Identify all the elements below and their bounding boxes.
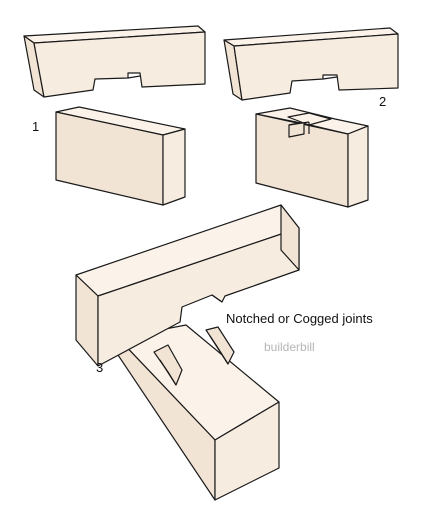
credit-watermark: builderbill	[264, 340, 315, 354]
fig1-upper-timber	[23, 25, 206, 98]
fig2-upper-timber	[223, 27, 399, 101]
fig2-lower-timber	[255, 107, 369, 208]
diagram-caption: Notched or Cogged joints	[226, 311, 373, 326]
figure-number-3: 3	[96, 360, 104, 375]
fig3-lower-timber	[117, 324, 280, 501]
fig3-upper-timber	[75, 204, 300, 367]
figure-number-2: 2	[379, 94, 387, 109]
figure-number-1: 1	[32, 119, 40, 134]
fig1-lower-timber	[55, 106, 186, 206]
